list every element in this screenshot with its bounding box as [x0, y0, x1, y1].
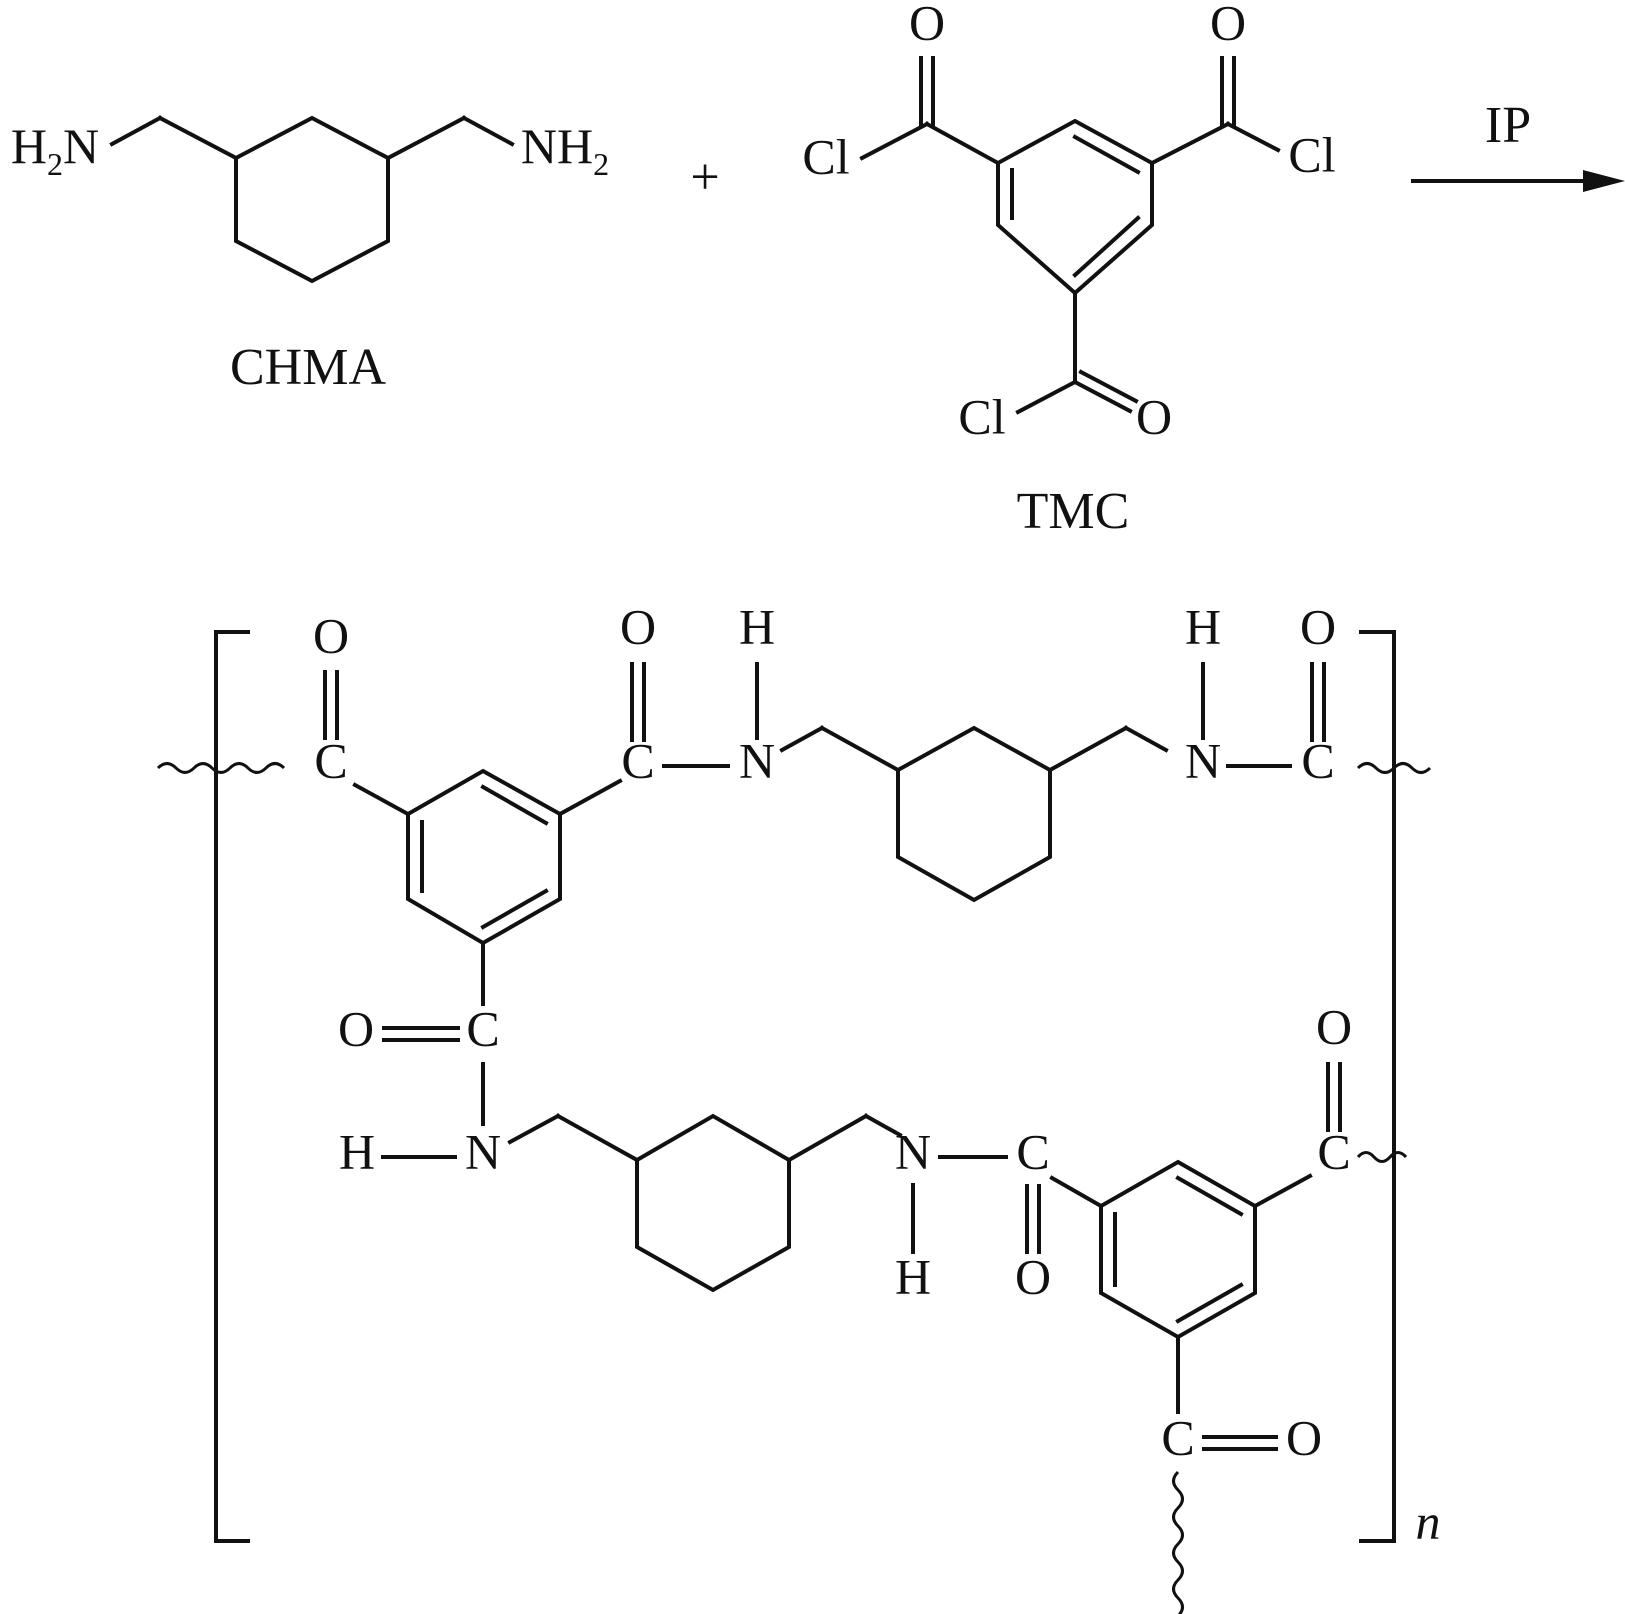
p-ring1-c2-bond [557, 778, 623, 817]
chma-label: CHMA [230, 339, 386, 396]
tmc-molecule: O Cl O Cl Cl O TMC [802, 0, 1335, 540]
repeat-unit-subscript: n [1416, 1493, 1441, 1549]
tmc-inner-double-bond-1 [1072, 134, 1141, 175]
p-ring4-inner-2 [1175, 1282, 1244, 1324]
p-n1: N [739, 732, 775, 788]
p-o6: O [1316, 998, 1352, 1054]
p-ring1-inner-1 [480, 784, 549, 826]
p-benzene-ring-1 [406, 768, 562, 946]
p-wavy-right [1356, 1151, 1408, 1163]
chma-left-n-bond [109, 115, 163, 147]
reaction-arrow: IP [1411, 97, 1625, 192]
p-ch2-n2-bond [1123, 725, 1169, 753]
chma-right-n-bond [461, 115, 515, 147]
p-c2: C [621, 732, 654, 788]
p-ring4-inner-1 [1175, 1175, 1244, 1217]
p-ring2-ch2-bond [1047, 725, 1129, 773]
p-h2: H [1185, 598, 1221, 654]
p-n4: N [895, 1123, 931, 1179]
p-c4: C [466, 1000, 499, 1056]
p-n3: N [465, 1123, 501, 1179]
tmc-bottom-co-double-b [1078, 369, 1139, 404]
tmc-left-ccl-bond [859, 121, 930, 161]
p-ch2-ring3-bond [555, 1113, 640, 1163]
tmc-right-chlorine: Cl [1288, 126, 1335, 182]
p-h3: H [339, 1123, 375, 1179]
tmc-bottom-chlorine: Cl [958, 388, 1005, 444]
p-h4: H [895, 1248, 931, 1304]
p-c6: C [1317, 1123, 1350, 1179]
chma-right-ch2-bond [385, 115, 467, 161]
p-wavy-top-left [156, 762, 286, 774]
tmc-right-ccl-bond [1225, 121, 1281, 153]
tmc-label: TMC [1017, 483, 1130, 540]
p-cyclohexane-ring-2 [896, 725, 1052, 903]
tmc-left-chlorine: Cl [802, 128, 849, 184]
p-ring4-c6-bond [1252, 1173, 1313, 1209]
p-c1-ring1-bond [352, 782, 411, 817]
p-o7: O [1286, 1409, 1322, 1465]
p-o5: O [1015, 1248, 1051, 1304]
p-c5: C [1016, 1123, 1049, 1179]
chma-left-ch2-bond [157, 115, 239, 161]
p-o1: O [313, 607, 349, 663]
tmc-left-carbonyl-bond [924, 121, 1001, 166]
tmc-inner-double-bond-2 [1072, 215, 1141, 278]
chma-cyclohexane-ring [234, 115, 390, 284]
p-cyclohexane-ring-3 [635, 1113, 791, 1293]
plus-sign: + [690, 149, 719, 206]
p-ring3-ch2-bond [786, 1113, 869, 1163]
right-bracket [1359, 630, 1396, 1543]
p-c5-ring4-bond [1049, 1175, 1104, 1209]
p-n2: N [1185, 732, 1221, 788]
p-h1: H [739, 598, 775, 654]
tmc-left-oxygen: O [909, 0, 945, 50]
tmc-bottom-ccl-bond [1015, 379, 1078, 415]
polyamide-product: n C O C O N H N H C [156, 598, 1441, 1614]
left-bracket [214, 630, 250, 1543]
p-ring1-inner-2 [480, 888, 549, 930]
p-c7: C [1161, 1409, 1194, 1465]
p-c1: C [314, 732, 347, 788]
p-o4: O [338, 1000, 374, 1056]
p-wavy-top-right [1356, 762, 1432, 774]
p-o2: O [620, 598, 656, 654]
p-c3: C [1301, 732, 1334, 788]
tmc-benzene-ring [996, 118, 1154, 296]
arrow-label: IP [1485, 97, 1531, 154]
p-n3-ch2-bond [507, 1113, 561, 1145]
p-ch2-n4-bond [863, 1113, 903, 1138]
chma-molecule: H2N NH2 CHMA [11, 115, 609, 396]
p-wavy-bottom [1172, 1470, 1184, 1614]
chma-left-amine: H2N [11, 118, 99, 182]
tmc-bottom-oxygen: O [1136, 388, 1172, 444]
chma-right-amine: NH2 [521, 118, 609, 182]
p-n1-ch2-bond [779, 725, 825, 753]
p-ch2-ring2-bond [819, 725, 901, 773]
tmc-bottom-co-double-a [1072, 379, 1133, 414]
p-benzene-ring-4 [1099, 1159, 1257, 1340]
arrow-head [1583, 170, 1625, 192]
tmc-right-carbonyl-bond [1149, 121, 1231, 166]
tmc-right-oxygen: O [1210, 0, 1246, 50]
p-o3: O [1300, 598, 1336, 654]
